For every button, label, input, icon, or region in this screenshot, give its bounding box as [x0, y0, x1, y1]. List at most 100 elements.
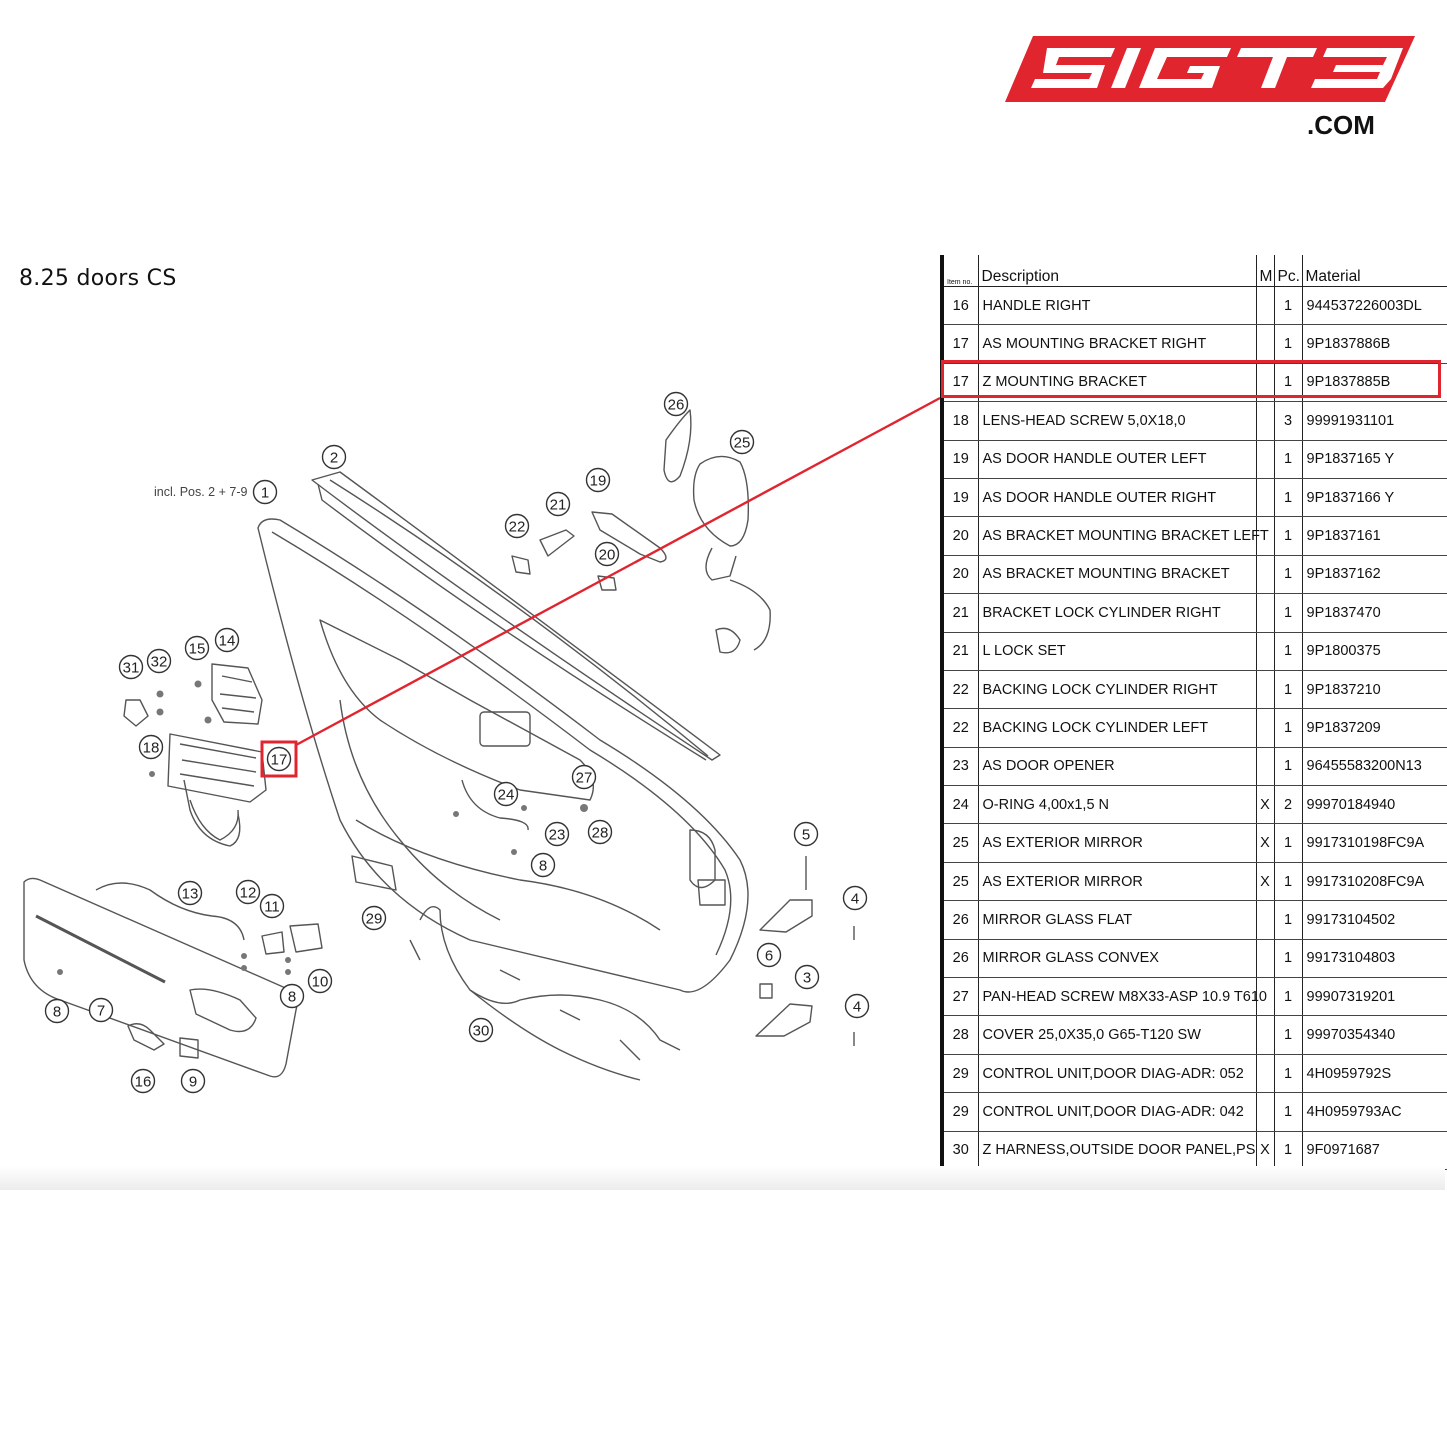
cell-material: 9917310208FC9A — [1301, 862, 1447, 902]
callout-27: 27 — [571, 764, 597, 790]
col-header-material: Material — [1301, 255, 1447, 287]
callout-29: 29 — [361, 905, 387, 931]
callout-4: 4 — [842, 885, 868, 911]
cell-item-no: 22 — [940, 708, 978, 748]
cell-material: 9P1837886B — [1301, 324, 1447, 364]
cell-description: AS BRACKET MOUNTING BRACKET — [977, 555, 1256, 595]
callout-24: 24 — [493, 781, 519, 807]
callout-6: 6 — [756, 942, 782, 968]
cell-pc: 1 — [1273, 1092, 1302, 1132]
cell-m — [1255, 363, 1274, 403]
cell-item-no: 24 — [940, 785, 978, 825]
cell-m — [1255, 977, 1274, 1017]
callout-circle — [177, 880, 203, 906]
callout-number: 8 — [539, 858, 547, 875]
callout-5: 5 — [793, 821, 819, 847]
cell-pc: 1 — [1273, 286, 1302, 326]
callout-circle — [146, 648, 172, 674]
callout-circle — [44, 998, 70, 1024]
cell-item-no: 21 — [940, 632, 978, 671]
door-lock-module-part — [167, 733, 267, 841]
callout-number: 1 — [261, 485, 269, 502]
callout-21: 21 — [545, 491, 571, 517]
cell-pc: 1 — [1273, 324, 1302, 364]
callout-30: 30 — [468, 1017, 494, 1043]
cell-pc: 1 — [1273, 862, 1302, 902]
cell-m — [1255, 900, 1274, 940]
exterior-mirror-part — [663, 409, 771, 654]
cell-material: 9P1837162 — [1301, 555, 1447, 595]
cell-description: AS MOUNTING BRACKET RIGHT — [977, 324, 1256, 364]
cell-item-no: 16 — [940, 286, 978, 326]
callout-number: 30 — [473, 1023, 490, 1040]
cell-pc: 3 — [1273, 401, 1302, 441]
callout-number: 8 — [53, 1004, 61, 1021]
cell-m — [1255, 747, 1274, 787]
cell-material: 99970354340 — [1301, 1015, 1447, 1055]
callout-20: 20 — [594, 541, 620, 567]
callout-11: 11 — [259, 893, 285, 919]
cell-description: BRACKET LOCK CYLINDER RIGHT — [977, 593, 1256, 633]
callout-circle — [180, 1068, 206, 1094]
callout-number: 11 — [264, 899, 280, 916]
highlighted-table-row-frame — [941, 360, 1441, 398]
callout-8: 8 — [530, 852, 556, 878]
control-unit-part — [127, 779, 529, 1059]
cell-item-no: 19 — [940, 440, 978, 479]
cell-m — [1255, 401, 1274, 441]
cell-description: HANDLE RIGHT — [977, 286, 1256, 326]
col-header-description: Description — [977, 255, 1256, 287]
door-hinge-part — [755, 856, 855, 1046]
cell-material: 9917310198FC9A — [1301, 823, 1447, 863]
cell-item-no: 17 — [940, 324, 978, 364]
cell-pc: 1 — [1273, 478, 1302, 518]
callout-31: 31 — [118, 654, 144, 680]
logo-mark — [1005, 36, 1415, 102]
cell-material: 99173104502 — [1301, 900, 1447, 940]
callout-17: 17 — [266, 746, 292, 772]
cell-item-no: 28 — [940, 1015, 978, 1055]
callout-number: 2 — [330, 450, 338, 467]
cell-description: BACKING LOCK CYLINDER RIGHT — [977, 670, 1256, 710]
cell-description: Z HARNESS,OUTSIDE DOOR PANEL,PS — [977, 1131, 1256, 1170]
cell-pc: 2 — [1273, 785, 1302, 825]
callout-number: 20 — [599, 547, 616, 564]
callout-12: 12 — [235, 879, 261, 905]
callout-15: 15 — [184, 635, 210, 661]
cell-description: AS EXTERIOR MIRROR — [977, 823, 1256, 863]
cell-pc: 1 — [1273, 823, 1302, 863]
cell-pc: 1 — [1273, 977, 1302, 1017]
callout-3: 3 — [794, 964, 820, 990]
cell-material: 96455583200N13 — [1301, 747, 1447, 787]
cell-pc: 1 — [1273, 593, 1302, 633]
callout-circle — [361, 905, 387, 931]
callout-number: 26 — [668, 397, 685, 414]
cell-item-no: 18 — [940, 401, 978, 441]
cell-material: 4H0959793AC — [1301, 1092, 1447, 1132]
cell-m — [1255, 478, 1274, 518]
cell-item-no: 29 — [940, 1054, 978, 1094]
